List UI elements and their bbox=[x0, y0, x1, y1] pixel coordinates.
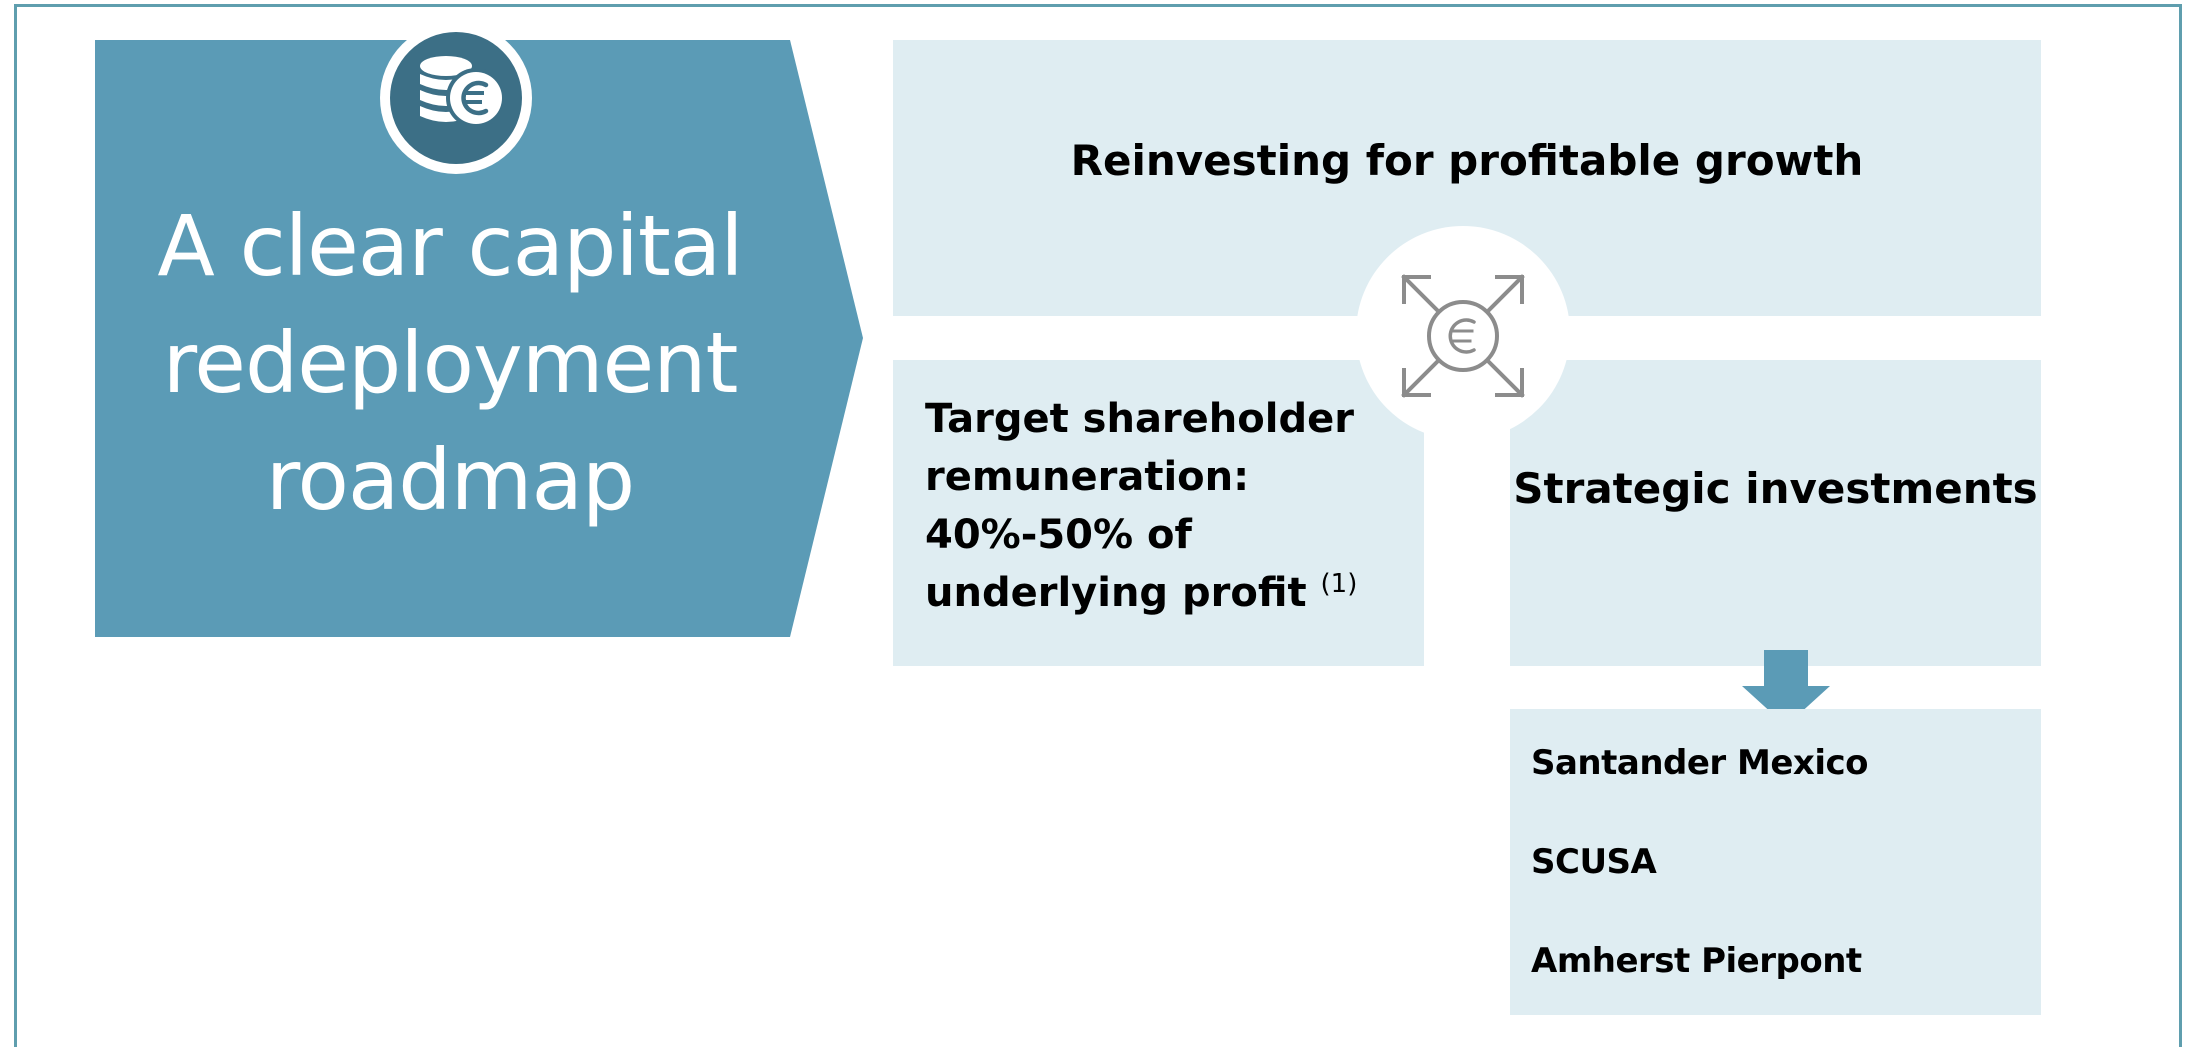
list-item: Santander Mexico bbox=[1531, 743, 1869, 783]
remuneration-text: Target shareholder remuneration: 40%-50%… bbox=[925, 396, 1354, 616]
footnote-marker: (1) bbox=[1320, 569, 1358, 599]
list-item: Amherst Pierpont bbox=[1531, 941, 1862, 981]
reinvest-label: Reinvesting for profitable growth bbox=[1070, 136, 1864, 185]
remuneration-box: Target shareholder remuneration: 40%-50%… bbox=[893, 360, 1424, 666]
hub-divider bbox=[1424, 430, 1510, 666]
arrow-down-icon bbox=[1742, 650, 1830, 726]
strategic-investments-box: Strategic investments bbox=[1510, 360, 2041, 666]
strategic-investments-label: Strategic investments bbox=[1513, 464, 2038, 513]
remuneration-label: Target shareholder remuneration: 40%-50%… bbox=[925, 390, 1395, 622]
coins-euro-icon bbox=[380, 22, 532, 174]
euro-expand-icon bbox=[1356, 226, 1570, 440]
slide-frame bbox=[14, 4, 2182, 1047]
list-item: SCUSA bbox=[1531, 842, 1657, 882]
investments-list: Santander Mexico SCUSA Amherst Pierpont bbox=[1510, 709, 2041, 1015]
banner-title: A clear capital redeployment roadmap bbox=[157, 197, 743, 529]
